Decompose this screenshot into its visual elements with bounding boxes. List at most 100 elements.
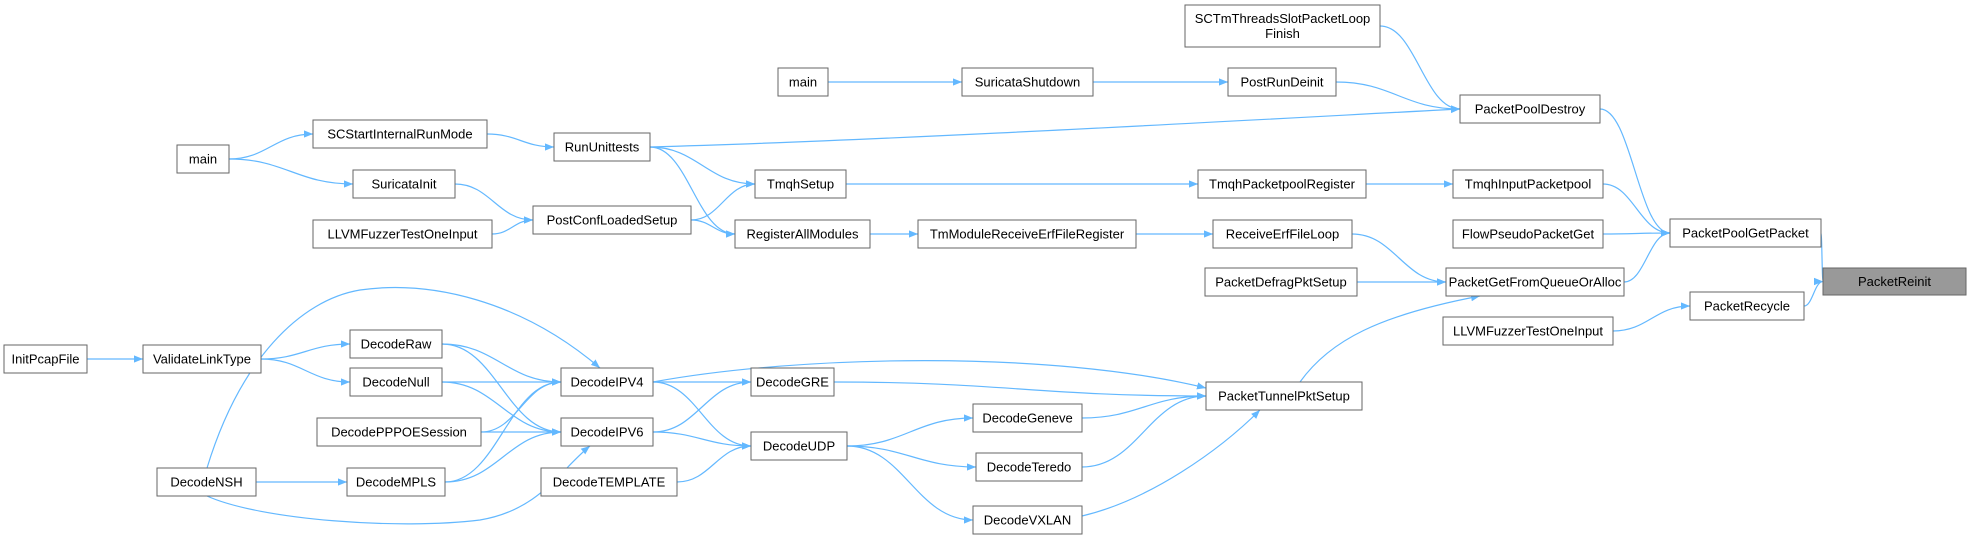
node-box	[972, 403, 1083, 433]
node-label: ReceiveErfFileLoop	[1226, 227, 1339, 242]
node-label: DecodeIPV4	[571, 375, 644, 390]
node-template[interactable]: DecodeTEMPLATE	[540, 467, 678, 497]
node-teredo[interactable]: DecodeTeredo	[975, 452, 1083, 482]
edge-udp-to-geneve	[846, 414, 974, 447]
node-ipv6[interactable]: DecodeIPV6	[560, 417, 654, 447]
node-udp[interactable]: DecodeUDP	[750, 431, 848, 461]
node-box	[346, 467, 446, 497]
edge-line	[1081, 392, 1207, 468]
edge-precycle-to-reinit	[1803, 277, 1824, 307]
node-label: DecodeTeredo	[987, 460, 1072, 475]
node-ipv4[interactable]: DecodeIPV4	[560, 367, 654, 397]
node-label: TmModuleReceiveErfFileRegister	[930, 227, 1125, 242]
node-label: SuricataInit	[371, 177, 436, 192]
node-pppoe[interactable]: DecodePPPOESession	[316, 417, 482, 447]
node-box	[1669, 218, 1822, 248]
edge-postconf-to-tmqhsetup	[690, 180, 756, 221]
node-label: SuricataShutdown	[975, 75, 1081, 90]
node-null[interactable]: DecodeNull	[349, 367, 443, 397]
node-recverf[interactable]: ReceiveErfFileLoop	[1212, 219, 1353, 249]
node-postrundeinit[interactable]: PostRunDeinit	[1227, 67, 1337, 97]
edge-line	[1379, 25, 1461, 113]
node-tmqhpkreg[interactable]: TmqhPacketpoolRegister	[1197, 169, 1367, 199]
node-tunnel[interactable]: PacketTunnelPktSetup	[1205, 381, 1363, 411]
node-geneve[interactable]: DecodeGeneve	[972, 403, 1083, 433]
node-ppget[interactable]: PacketPoolGetPacket	[1669, 218, 1822, 248]
edge-postconf-to-regall	[690, 219, 736, 238]
edge-vxlan-to-tunnel	[1081, 409, 1261, 517]
node-raw[interactable]: DecodeRaw	[349, 329, 443, 359]
node-regall[interactable]: RegisterAllModules	[734, 219, 871, 249]
node-box	[560, 367, 654, 397]
node-label: DecodeMPLS	[356, 475, 437, 490]
node-label: FlowPseudoPacketGet	[1462, 227, 1595, 242]
node-label: DecodeIPV6	[571, 425, 644, 440]
node-label: PacketRecycle	[1704, 299, 1790, 314]
node-box	[1184, 4, 1381, 48]
edge-template-to-udp	[676, 442, 752, 483]
node-defrag[interactable]: PacketDefragPktSetup	[1204, 267, 1358, 297]
node-vxlan[interactable]: DecodeVXLAN	[972, 505, 1083, 535]
node-label: DecodeVXLAN	[984, 513, 1071, 528]
edge-line	[1803, 277, 1824, 307]
node-llvm2[interactable]: LLVMFuzzerTestOneInput	[1442, 316, 1614, 346]
edge-line	[652, 431, 752, 450]
edge-line	[833, 381, 1207, 400]
node-box	[532, 205, 692, 235]
edge-line	[1351, 233, 1447, 286]
node-box	[553, 132, 651, 162]
edge-ipv4-to-tunnel	[652, 360, 1207, 390]
node-box	[1442, 316, 1614, 346]
node-main1[interactable]: main	[176, 144, 230, 174]
node-pgfq[interactable]: PacketGetFromQueueOrAlloc	[1445, 267, 1625, 297]
node-label: PostConfLoadedSetup	[547, 213, 678, 228]
node-main2[interactable]: main	[777, 67, 829, 97]
node-mpls[interactable]: DecodeMPLS	[346, 467, 446, 497]
edge-nsh-to-ipv4	[206, 287, 601, 469]
node-label: TmqhSetup	[767, 177, 834, 192]
node-label: DecodeRaw	[361, 337, 432, 352]
node-box	[352, 169, 456, 199]
edge-ppdestroy-to-ppget	[1599, 108, 1671, 237]
node-validate[interactable]: ValidateLinkType	[142, 344, 262, 374]
node-nsh[interactable]: DecodeNSH	[156, 467, 257, 497]
node-label: LLVMFuzzerTestOneInput	[327, 227, 477, 242]
edge-line	[652, 360, 1207, 390]
node-gre[interactable]: DecodeGRE	[750, 367, 835, 397]
node-box	[1459, 94, 1601, 124]
edge-line	[444, 378, 562, 483]
edge-validate-to-raw	[260, 340, 351, 360]
node-ppdestroy[interactable]: PacketPoolDestroy	[1459, 94, 1601, 124]
node-label: Finish	[1265, 26, 1300, 41]
node-rununit[interactable]: RunUnittests	[553, 132, 651, 162]
node-box	[961, 67, 1094, 97]
node-box	[917, 219, 1137, 249]
node-flowpseudo[interactable]: FlowPseudoPacketGet	[1452, 219, 1604, 249]
node-llvm1[interactable]: LLVMFuzzerTestOneInput	[312, 219, 493, 249]
node-label: main	[789, 75, 817, 90]
edge-line	[1081, 409, 1261, 517]
node-label: PacketTunnelPktSetup	[1218, 389, 1350, 404]
node-initpcap[interactable]: InitPcapFile	[3, 344, 88, 374]
node-label: PostRunDeinit	[1240, 75, 1323, 90]
node-scstart[interactable]: SCStartInternalRunMode	[312, 119, 488, 149]
edge-postrundeinit-to-ppdestroy	[1335, 81, 1461, 113]
node-box	[777, 67, 829, 97]
edge-line	[846, 445, 974, 524]
node-reinit[interactable]: PacketReinit	[1822, 267, 1967, 296]
node-box	[750, 431, 848, 461]
edge-rununit-to-ppdestroy	[649, 105, 1461, 148]
node-precycle[interactable]: PacketRecycle	[1689, 291, 1805, 321]
node-postconf[interactable]: PostConfLoadedSetup	[532, 205, 692, 235]
edge-line	[1299, 294, 1481, 383]
node-tmqhsetup[interactable]: TmqhSetup	[754, 169, 847, 199]
node-scshutdown[interactable]: SuricataShutdown	[961, 67, 1094, 97]
node-label: RegisterAllModules	[747, 227, 859, 242]
node-tmerf[interactable]: TmModuleReceiveErfFileRegister	[917, 219, 1137, 249]
node-scinit[interactable]: SuricataInit	[352, 169, 456, 199]
edge-line	[491, 216, 534, 235]
edge-scthreads-to-ppdestroy	[1379, 25, 1461, 113]
node-tinpool[interactable]: TmqhInputPacketpool	[1452, 169, 1604, 199]
